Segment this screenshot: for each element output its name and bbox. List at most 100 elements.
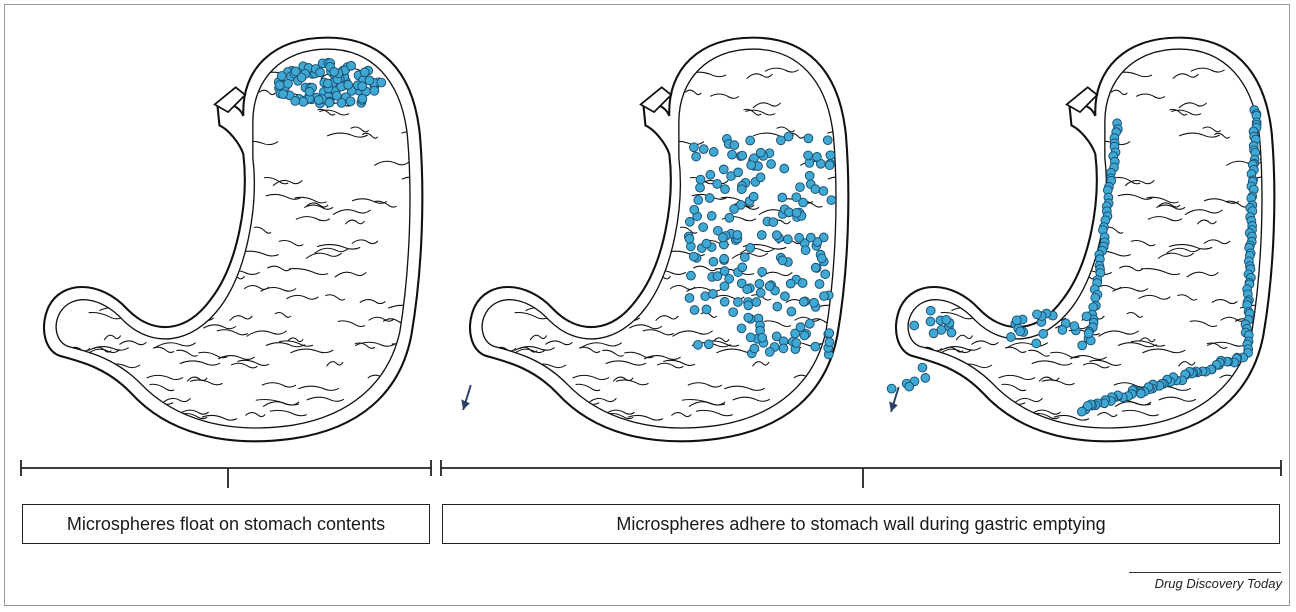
microsphere (709, 290, 718, 299)
microsphere (773, 302, 782, 311)
microsphere (279, 90, 288, 99)
microsphere (799, 297, 808, 306)
stomach-illustration (14, 30, 444, 450)
microsphere (685, 294, 694, 303)
microsphere (690, 205, 699, 214)
microsphere (275, 81, 284, 90)
microsphere (758, 268, 767, 277)
microsphere (330, 68, 339, 77)
microsphere (820, 292, 829, 301)
bracket-adhere (438, 458, 1284, 494)
microsphere (811, 342, 820, 351)
microsphere (746, 136, 755, 145)
microsphere (778, 193, 787, 202)
microsphere (811, 263, 820, 272)
microsphere (887, 384, 896, 393)
microsphere (358, 94, 367, 103)
microsphere (377, 78, 386, 87)
microsphere (694, 196, 703, 205)
microsphere (746, 333, 755, 342)
microsphere (737, 185, 746, 194)
microsphere (815, 280, 824, 289)
microsphere (314, 96, 323, 105)
microsphere (360, 68, 369, 77)
microsphere (1084, 329, 1093, 338)
microsphere (756, 288, 765, 297)
microsphere (704, 340, 713, 349)
microsphere (805, 171, 814, 180)
microsphere (804, 151, 813, 160)
microsphere (284, 79, 293, 88)
microsphere (1032, 339, 1041, 348)
microsphere (779, 344, 788, 353)
microsphere (825, 161, 834, 170)
microsphere (752, 298, 761, 307)
microsphere (325, 98, 334, 107)
microsphere (796, 183, 805, 192)
microsphere (720, 282, 729, 291)
microsphere (337, 99, 346, 108)
emptying-arrow-icon (461, 385, 471, 410)
microsphere (738, 151, 747, 160)
microsphere (767, 160, 776, 169)
microsphere (784, 132, 793, 141)
microsphere (729, 308, 738, 317)
microsphere (734, 168, 743, 177)
microsphere (718, 233, 727, 242)
microsphere (702, 239, 711, 248)
microsphere (689, 143, 698, 152)
microsphere (316, 68, 325, 77)
microsphere (926, 306, 935, 315)
microsphere (706, 170, 715, 179)
microsphere (685, 234, 694, 243)
microsphere (694, 340, 703, 349)
microsphere (800, 331, 809, 340)
microsphere (804, 134, 813, 143)
caption-adhere: Microspheres adhere to stomach wall duri… (442, 504, 1280, 544)
microsphere (699, 145, 708, 154)
microsphere (780, 164, 789, 173)
microsphere (721, 185, 730, 194)
microsphere (299, 97, 308, 106)
microsphere (1012, 316, 1021, 325)
microsphere (905, 382, 914, 391)
microsphere (696, 183, 705, 192)
stomach-illustration (440, 30, 870, 450)
microsphere (344, 80, 353, 89)
microsphere (811, 185, 820, 194)
caption-float: Microspheres float on stomach contents (22, 504, 430, 544)
microsphere (937, 325, 946, 334)
stomach-panel-adhering (440, 30, 870, 450)
microsphere (817, 254, 826, 263)
microsphere (346, 97, 355, 106)
microsphere (744, 313, 753, 322)
microsphere (702, 305, 711, 314)
microsphere (756, 173, 765, 182)
microsphere (1078, 341, 1087, 350)
microsphere (713, 180, 722, 189)
microsphere (757, 231, 766, 240)
journal-rule (1129, 572, 1281, 573)
microsphere (819, 187, 828, 196)
microsphere (769, 218, 778, 227)
microsphere (699, 223, 708, 232)
microsphere (787, 307, 796, 316)
microsphere (747, 161, 756, 170)
microsphere (918, 363, 927, 372)
stomach-panel-floating (14, 30, 444, 450)
microsphere (734, 298, 743, 307)
microsphere (792, 208, 801, 217)
microsphere (709, 148, 718, 157)
microsphere (1070, 322, 1079, 331)
microsphere (720, 297, 729, 306)
stomach-illustration (866, 30, 1296, 450)
microsphere (823, 136, 832, 145)
microsphere (783, 235, 792, 244)
microsphere (730, 205, 739, 214)
microsphere (709, 257, 718, 266)
microsphere (737, 324, 746, 333)
microsphere (796, 323, 805, 332)
microsphere (365, 76, 374, 85)
microsphere (746, 244, 755, 253)
microsphere (744, 301, 753, 310)
